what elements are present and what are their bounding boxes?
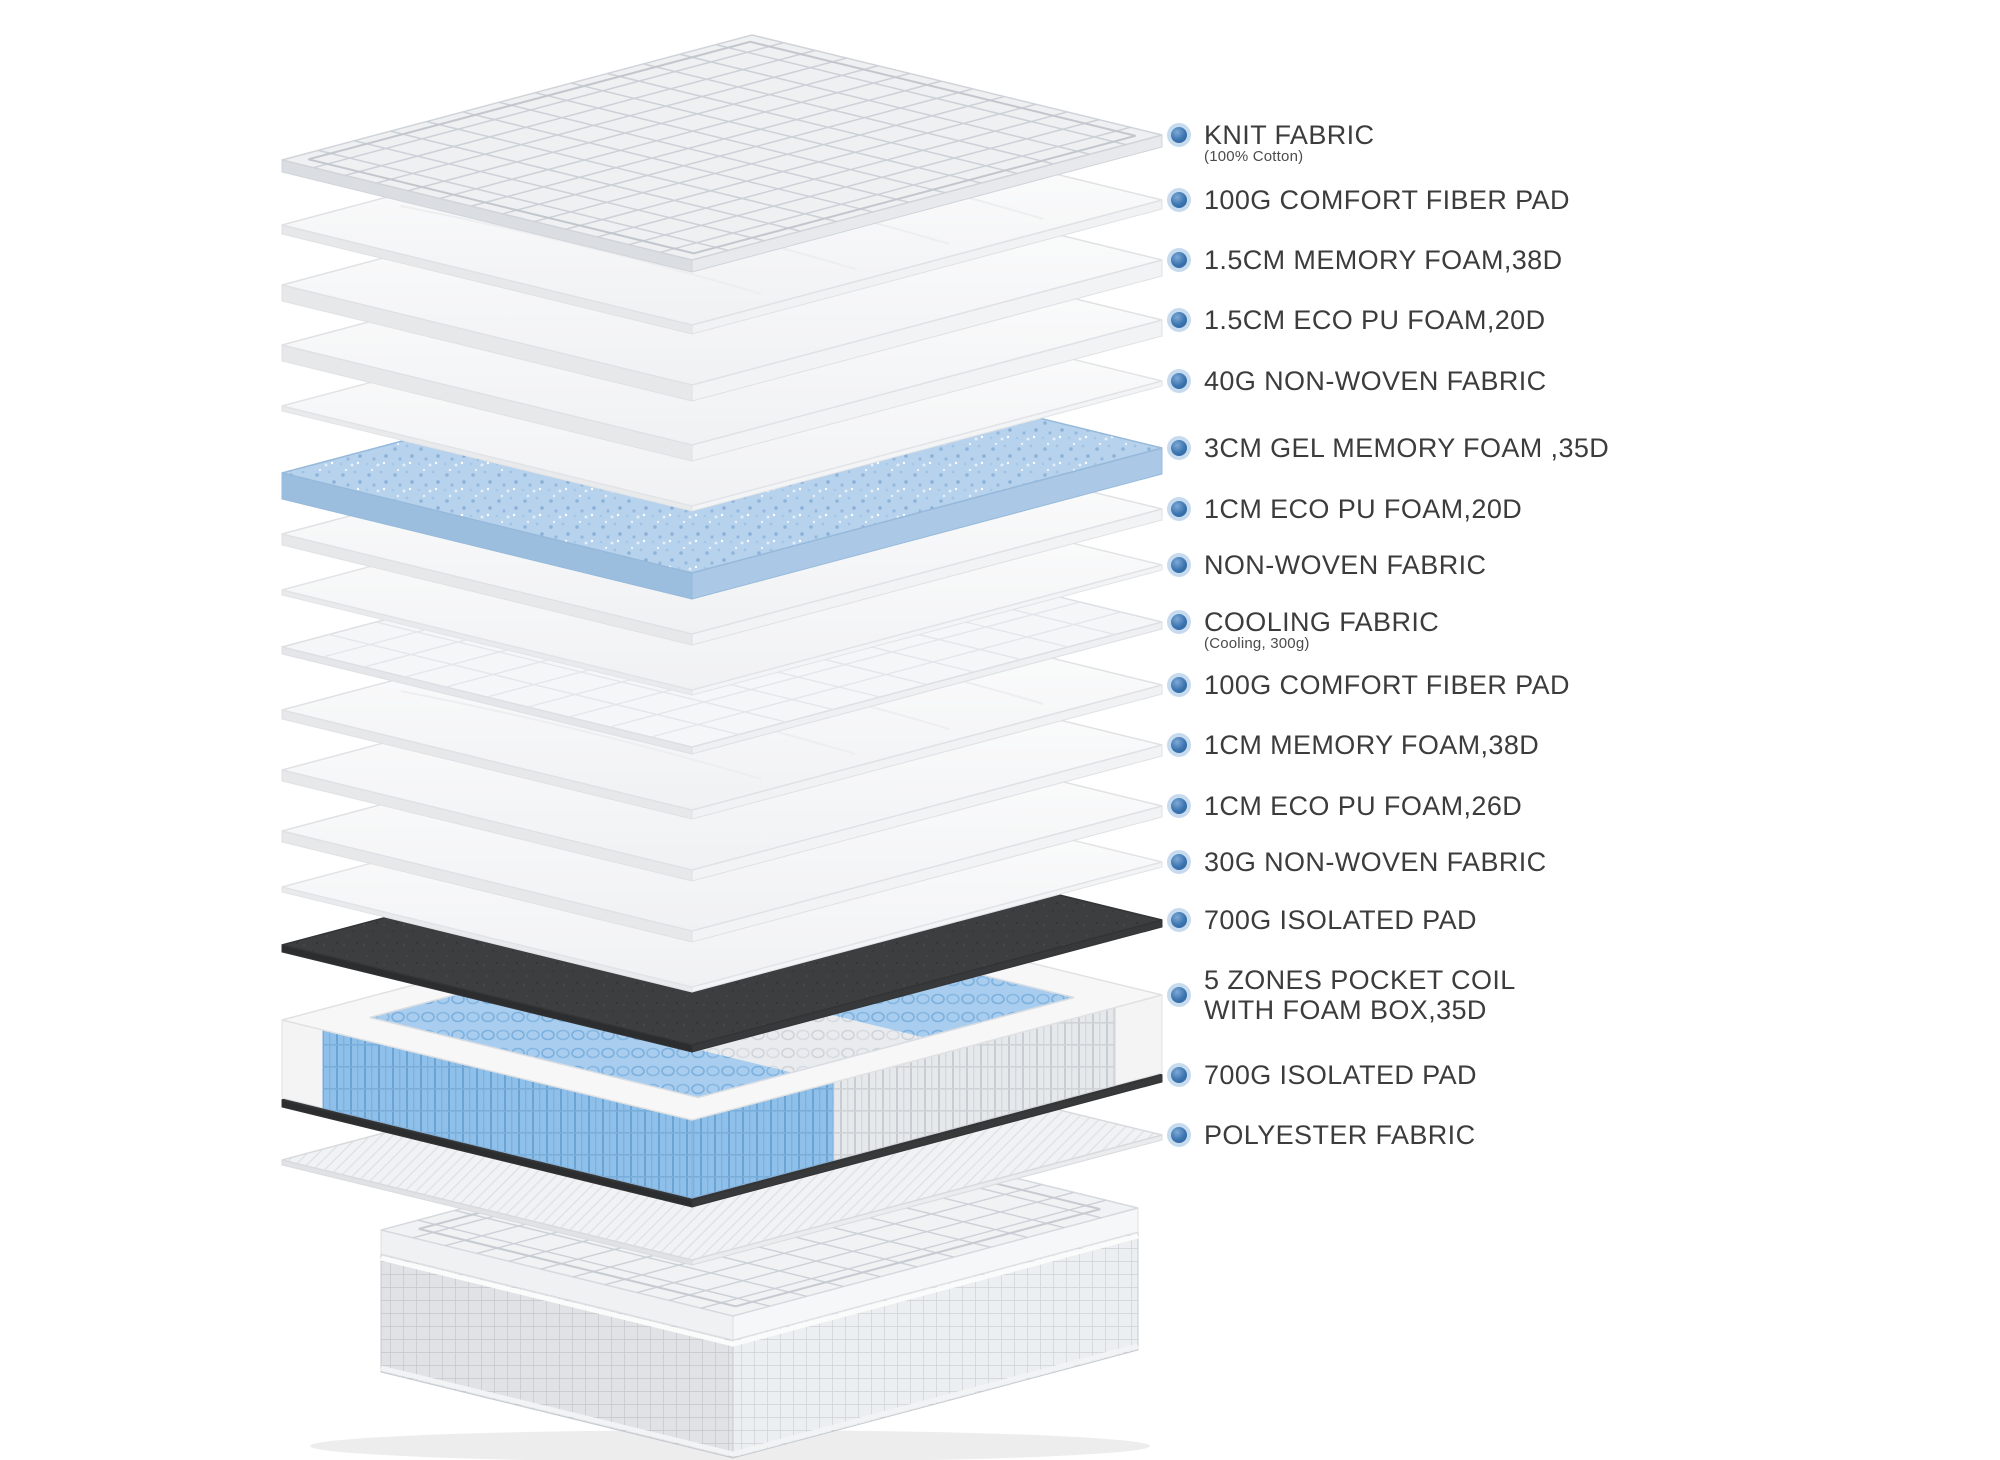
layer-shape-1-quilt bbox=[281, 34, 1163, 273]
layers-stack bbox=[281, 34, 1163, 1266]
